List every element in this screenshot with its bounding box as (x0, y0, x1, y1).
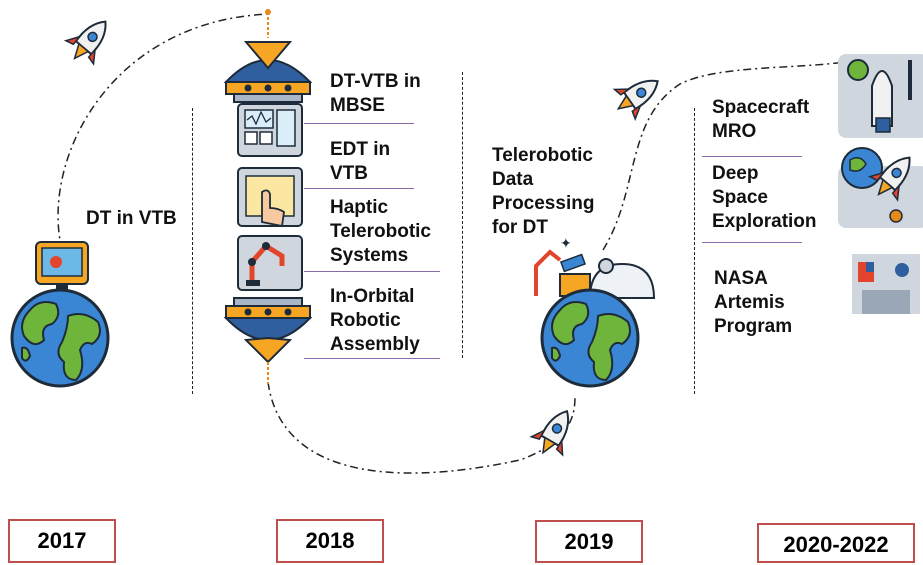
year-2019: 2019 (535, 520, 643, 563)
item-dt-vtb-mbse: DT-VTB in MBSE (330, 71, 421, 116)
rocket-icon (607, 65, 669, 125)
item-telerobotic-data: Telerobotic Data Processing for DT (492, 145, 595, 238)
separator-2017 (192, 108, 193, 394)
building-icon (852, 254, 920, 314)
rover-icon: ✦ (534, 236, 656, 299)
item-in-orbital-assembly: In-Orbital Robotic Assembly (330, 286, 420, 355)
year-2017: 2017 (8, 519, 116, 563)
divider (304, 271, 440, 272)
item-spacecraft-mro: Spacecraft MRO (712, 97, 810, 142)
separator-2019 (694, 108, 695, 394)
rocket-icon (59, 9, 121, 71)
robot-arm-icon (237, 235, 303, 291)
divider (702, 156, 802, 157)
svg-text:✦: ✦ (560, 236, 572, 252)
item-dt-in-vtb: DT in VTB (86, 208, 177, 229)
satellite-icon (225, 297, 311, 341)
control-panel-icon (237, 103, 303, 157)
item-edt-vtb: EDT in VTB (330, 139, 391, 184)
divider (304, 358, 440, 359)
divider (702, 242, 802, 243)
monitor-icon (35, 241, 89, 290)
item-deep-space: Deep Space Exploration (712, 163, 817, 232)
item-nasa-artemis: NASA Artemis Program (714, 268, 793, 337)
space-shuttle-icon (838, 54, 923, 138)
divider (304, 188, 414, 189)
earth-icon (10, 288, 110, 388)
earth-icon (540, 288, 640, 388)
year-2018: 2018 (276, 519, 384, 563)
item-haptic-telerobotic: Haptic Telerobotic Systems (330, 197, 431, 266)
touchscreen-icon (237, 167, 303, 228)
separator-2018 (462, 72, 463, 358)
rocket-icon (838, 145, 923, 228)
divider (304, 123, 414, 124)
year-2020-2022: 2020-2022 (757, 523, 915, 563)
